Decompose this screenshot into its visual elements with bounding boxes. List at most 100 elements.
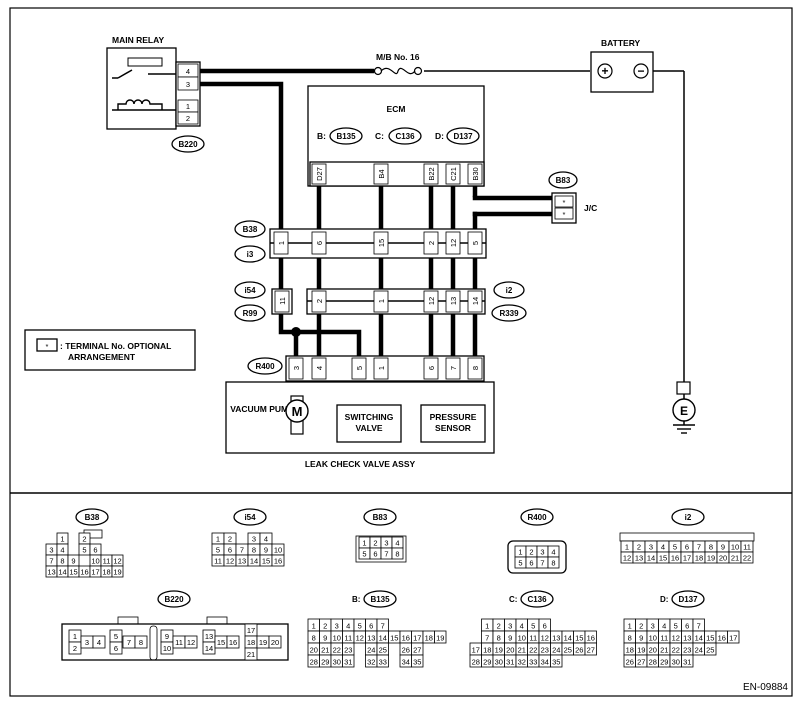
- r400-pin: 4: [315, 366, 324, 370]
- face-pin: 10: [274, 546, 282, 555]
- face-pin: 4: [661, 543, 665, 552]
- face-pin: 6: [529, 559, 533, 568]
- face-pin: 15: [217, 638, 225, 647]
- face-pin: 9: [165, 632, 169, 641]
- face-pin: 4: [97, 638, 101, 647]
- leak-check-valve-assy: VACUUM PUMP M SWITCHING VALVE PRESSURE S…: [225, 381, 495, 469]
- ground-e: E: [672, 381, 696, 434]
- r400-pin: 5: [355, 366, 364, 370]
- face-title: i2: [685, 513, 692, 522]
- face-pin: 17: [729, 634, 737, 643]
- face-pin: 14: [58, 568, 66, 577]
- face-pin: 18: [626, 646, 634, 655]
- face-prefix: D:: [660, 595, 668, 604]
- fuse-mb16: M/B No. 16: [373, 52, 423, 76]
- face-cell: [550, 654, 563, 668]
- face-pin: 10: [731, 543, 739, 552]
- face-pin: 29: [660, 658, 668, 667]
- face-pin: 23: [344, 646, 352, 655]
- face-latch: [149, 625, 158, 661]
- face-pin: 15: [575, 634, 583, 643]
- face-title-badge: [75, 508, 109, 526]
- face-pin: 7: [485, 634, 489, 643]
- face-pin: 30: [333, 658, 341, 667]
- face-pin: 12: [672, 634, 680, 643]
- face-cell: [434, 630, 447, 644]
- face-pin: 14: [564, 634, 572, 643]
- jc-pin: *: [563, 198, 566, 207]
- face-pin: 6: [369, 622, 373, 631]
- r400-pin: 8: [471, 366, 480, 370]
- switching-valve-label: SWITCHING VALVE: [344, 412, 394, 433]
- face-cell: [109, 641, 123, 655]
- face-cell: [244, 647, 258, 661]
- face-pin: 34: [541, 658, 549, 667]
- vacuum-pump-label: VACUUM PUMP: [230, 404, 294, 414]
- face-pin: 29: [483, 658, 491, 667]
- fuse-icon: [380, 67, 416, 75]
- face-pin: 32: [367, 658, 375, 667]
- face-pin: 8: [497, 634, 501, 643]
- face-pin: 24: [552, 646, 560, 655]
- ground-icon: [673, 424, 695, 434]
- face-pin: 24: [367, 646, 375, 655]
- r400-id: R400: [255, 362, 275, 371]
- face-pin: 10: [333, 634, 341, 643]
- face-pin: 28: [649, 658, 657, 667]
- face-pin: 24: [695, 646, 703, 655]
- face-pin: 30: [672, 658, 680, 667]
- ecm-pin: B4: [377, 169, 386, 178]
- face-pin: 14: [647, 554, 655, 563]
- r99-id: R99: [243, 309, 258, 318]
- face-pin: 12: [541, 634, 549, 643]
- i2-pin: 1: [377, 299, 386, 303]
- face-pin: 6: [228, 546, 232, 555]
- face-pin: 22: [672, 646, 680, 655]
- face-pin: 4: [60, 546, 64, 555]
- face-pin: 16: [587, 634, 595, 643]
- face-pin: 4: [520, 622, 524, 631]
- face-pin: 8: [395, 550, 399, 559]
- face-title: i54: [244, 513, 256, 522]
- face-pin: 3: [252, 535, 256, 544]
- face-pin: 11: [529, 634, 537, 643]
- face-pin: 5: [82, 546, 86, 555]
- face-pin: 25: [564, 646, 572, 655]
- face-pin: 7: [697, 543, 701, 552]
- face-pin: 10: [649, 634, 657, 643]
- ecm-port-prefix: C:: [375, 131, 384, 141]
- face-pin: 17: [91, 568, 99, 577]
- face-pin: 19: [259, 638, 267, 647]
- main-relay: MAIN RELAY 4 3 1 2 B220: [106, 35, 205, 153]
- face-pin: 23: [683, 646, 691, 655]
- face-pin: 13: [367, 634, 375, 643]
- wires: [197, 68, 685, 442]
- face-pin: 11: [214, 557, 222, 566]
- face-pin: 13: [683, 634, 691, 643]
- face-pin: 35: [552, 658, 560, 667]
- face-pin: 19: [707, 554, 715, 563]
- face-title: D137: [678, 595, 698, 604]
- connector-r400: R400 3 4 5 1 6 7 8: [247, 355, 485, 382]
- face-pin: 19: [637, 646, 645, 655]
- joint-connector-b83: B83 * * J/C: [548, 171, 597, 224]
- face-pin: 15: [390, 634, 398, 643]
- relay-pin: 2: [186, 114, 190, 123]
- face-pin: 3: [651, 622, 655, 631]
- face-pin: 3: [384, 539, 388, 548]
- face-pin: 9: [323, 634, 327, 643]
- face-pin: 21: [321, 646, 329, 655]
- face-pin: 19: [495, 646, 503, 655]
- face-pin: 4: [662, 622, 666, 631]
- face-title-badge: [363, 590, 397, 608]
- face-pin: 9: [71, 557, 75, 566]
- face-pin: 5: [362, 550, 366, 559]
- ecm-pins: D27 B4 B22 C21 B30: [311, 163, 483, 185]
- ground-label: E: [680, 404, 688, 418]
- ecm-port-id: C136: [395, 132, 415, 141]
- face-pin: 25: [379, 646, 387, 655]
- face-pin: 19: [113, 568, 121, 577]
- b83-id: B83: [556, 176, 571, 185]
- face-cell: [704, 642, 717, 656]
- face-pin: 17: [413, 634, 421, 643]
